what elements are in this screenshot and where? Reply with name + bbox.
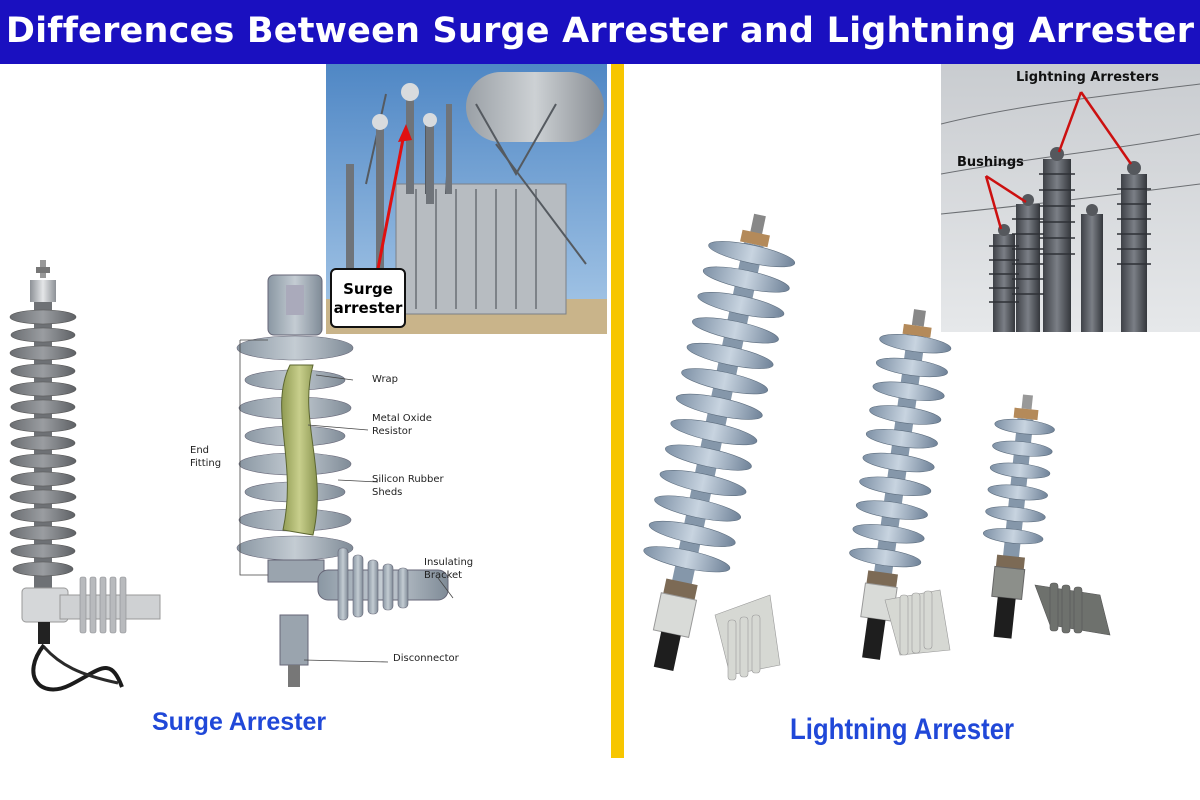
lightning-arresters-products xyxy=(643,213,1111,681)
lightning-arresters-label: Lightning Arresters xyxy=(1016,70,1159,85)
page-title: Differences Between Surge Arrester and L… xyxy=(0,0,1200,64)
lightning-arrester-caption: Lightning Arrester xyxy=(790,713,1015,746)
label-disconnector: Disconnector xyxy=(393,653,459,664)
label-insulating-bracket: Insulating Bracket xyxy=(424,557,474,581)
label-wrap: Wrap xyxy=(372,374,399,385)
label-metal-oxide-resistor: Metal Oxide Resistor xyxy=(372,413,432,437)
surge-arrester-photo xyxy=(9,260,161,692)
surge-arrester-callout: Surge arrester xyxy=(330,268,406,328)
surge-arrester-cutaway-diagram xyxy=(236,274,454,687)
label-end-fitting: End Fitting xyxy=(190,445,222,469)
lightning-arresters-photo xyxy=(941,64,1200,332)
label-silicon-rubber-sheds: Silicon Rubber Sheds xyxy=(372,474,444,498)
bushings-label: Bushings xyxy=(957,155,1024,170)
surge-arrester-caption: Surge Arrester xyxy=(152,708,327,736)
section-divider xyxy=(611,64,624,758)
